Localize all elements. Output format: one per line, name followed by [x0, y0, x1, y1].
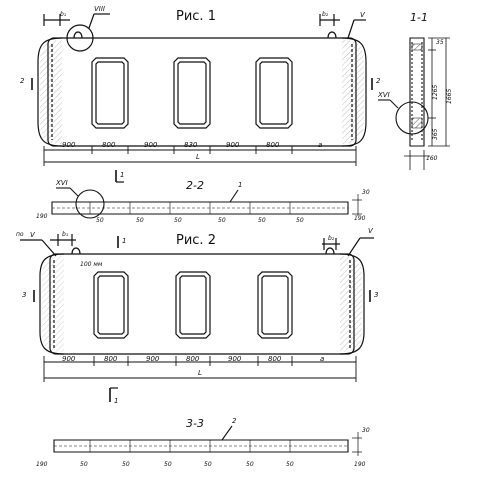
figure1-side-mark-right: 2	[376, 77, 381, 85]
figure2-total: L	[198, 369, 202, 377]
figure1-dimension-chain	[44, 146, 356, 182]
section11-outline	[410, 38, 424, 146]
section22-spacing-5: 50	[258, 217, 266, 224]
section22-spacing-4: 50	[218, 217, 226, 224]
figure1-section-mark: 1	[120, 171, 125, 179]
figure2-section-mark-bottom: 1	[114, 397, 119, 405]
figure2-left-cap	[40, 254, 64, 354]
figure2-dim-1: 900	[62, 355, 76, 363]
callout-xvi-circle	[396, 102, 428, 134]
section22-callout-circle	[76, 190, 104, 218]
callout-viii-circle	[67, 25, 93, 51]
section33-leader: 2	[232, 417, 237, 425]
figure2-dim-2: 800	[104, 355, 118, 363]
figure1-dim-6: 800	[266, 141, 280, 149]
figure1-opening-2	[174, 58, 210, 128]
figure2-side-mark-left: 3	[22, 291, 27, 299]
section33-spacing-5: 50	[246, 461, 254, 468]
section33-title: 3-3	[186, 417, 204, 430]
figure1-dim-5: 900	[226, 141, 240, 149]
figure1-side-mark-left: 2	[20, 77, 25, 85]
figure2-dim-7: a	[320, 355, 325, 363]
section33-spacing-4: 50	[204, 461, 212, 468]
section22-height: 30	[362, 189, 370, 196]
section11-dim-1665: 1665	[446, 88, 453, 104]
figure2-callout-v-right: V	[368, 227, 373, 235]
figure2-title: Рис. 2	[176, 233, 216, 248]
section33-spacing-3: 50	[164, 461, 172, 468]
section11-width: 160	[426, 155, 438, 162]
figure1-dim-3: 900	[144, 141, 158, 149]
figure1-opening-1	[92, 58, 128, 128]
section33-drawing	[54, 426, 362, 456]
figure2-dim-3: 900	[146, 355, 160, 363]
figure2-note: 100 мм	[80, 261, 103, 268]
section33-end-left: 190	[36, 461, 48, 468]
section22-end-right: 190	[354, 215, 366, 222]
figure1-dim-4: 830	[184, 141, 198, 149]
figure1-opening-3	[256, 58, 292, 128]
figure1-b1: b₁	[60, 11, 67, 18]
figure1-panel	[32, 14, 372, 146]
section22-callout-xvi: XVI	[56, 179, 68, 187]
figure2-right-cap	[340, 254, 364, 354]
figure2-section-mark: 1	[122, 237, 127, 245]
section11-callout-xvi: XVI	[378, 91, 390, 99]
figure1-left-cap	[38, 38, 62, 146]
section22-spacing-3: 50	[174, 217, 182, 224]
section33-spacing-6: 50	[286, 461, 294, 468]
section22-spacing-6: 50	[296, 217, 304, 224]
figure1-right-cap	[342, 38, 366, 146]
figure1-title: Рис. 1	[176, 9, 216, 24]
section22-title: 2-2	[186, 179, 204, 192]
section33-spacing-2: 50	[122, 461, 130, 468]
figure1-right-hatch	[342, 40, 364, 144]
figure2-opening-1	[94, 272, 128, 338]
figure2-side-mark-right: 3	[374, 291, 379, 299]
figure2-dim-4: 800	[186, 355, 200, 363]
figure1-callout-v: V	[360, 11, 365, 19]
figure1-dim-7: a	[318, 141, 323, 149]
section22-leader: 1	[238, 181, 243, 189]
section22-spacing-2: 50	[136, 217, 144, 224]
section22-end-left: 190	[36, 213, 48, 220]
figure1-dim-1: 900	[62, 141, 76, 149]
figure1-b2: b₂	[322, 11, 329, 18]
section22-spacing-1: 50	[96, 217, 104, 224]
section22-drawing	[52, 188, 362, 218]
figure1-left-hatch	[40, 40, 62, 144]
figure1-total: L	[196, 153, 200, 161]
figure1-callout-viii: VIII	[94, 5, 105, 13]
figure2-opening-2	[176, 272, 210, 338]
section11-dim-1265: 1265	[432, 84, 439, 100]
figure2-left-hatch	[42, 256, 64, 352]
section33-end-right: 190	[354, 461, 366, 468]
figure2-callout-prefix: по	[16, 231, 24, 238]
figure2-outline	[50, 254, 354, 354]
figure2-dimension-chain	[44, 356, 356, 402]
figure2-panel	[20, 234, 374, 354]
figure2-dim-5: 900	[228, 355, 242, 363]
section11-drawing	[378, 38, 450, 170]
figure2-callout-v-left: V	[30, 231, 35, 239]
section33-spacing-1: 50	[80, 461, 88, 468]
section11-dim-365: 365	[432, 128, 439, 140]
figure2-b2: b₂	[328, 235, 335, 242]
section11-dim-35: 35	[436, 39, 444, 46]
figure1-outline	[48, 38, 356, 146]
figure2-dim-6: 800	[268, 355, 282, 363]
figure1-dim-2: 800	[102, 141, 116, 149]
figure2-right-hatch	[340, 256, 362, 352]
figure2-opening-3	[258, 272, 292, 338]
figure2-b1: b₁	[62, 231, 69, 238]
section11-title: 1-1	[410, 11, 428, 24]
section33-height: 30	[362, 427, 370, 434]
